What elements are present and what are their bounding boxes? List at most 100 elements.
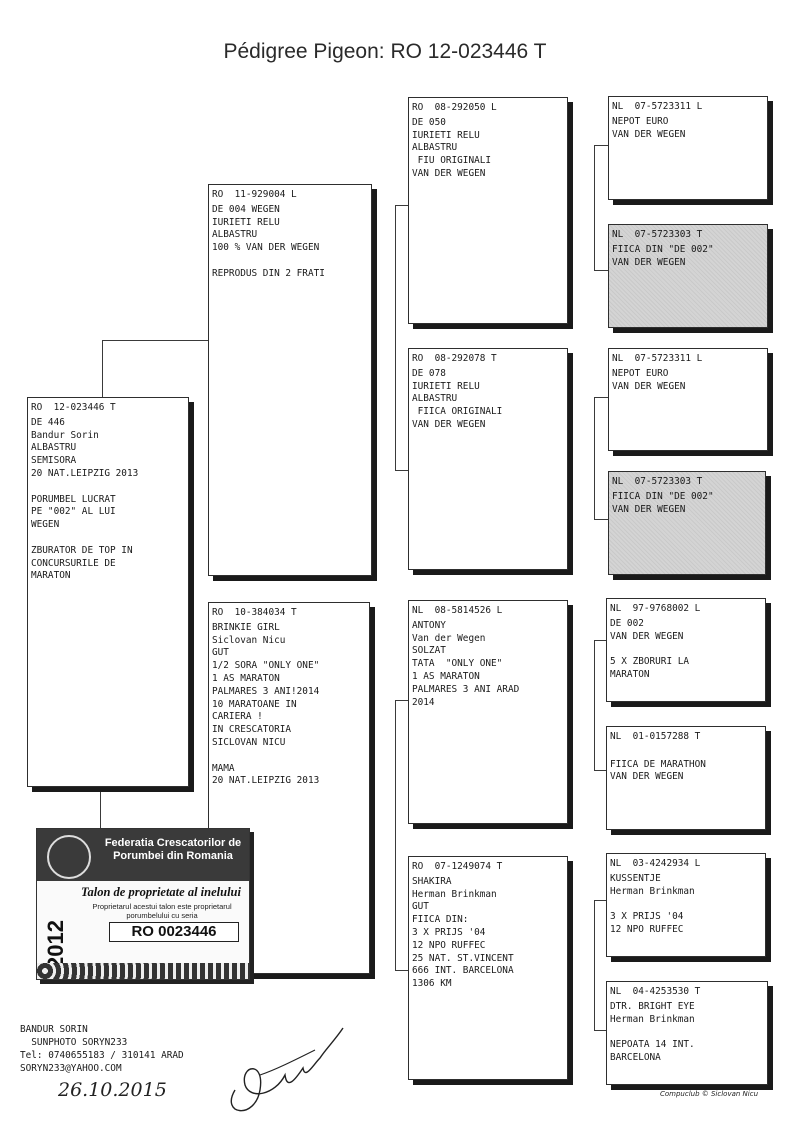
connector-line (594, 270, 608, 271)
pedigree-line: Van der Wegen (412, 632, 486, 644)
pedigree-line: Bandur Sorin (31, 429, 99, 441)
ring-number: NL 04-4253530 T (610, 986, 701, 997)
pedigree-line (31, 481, 185, 494)
pedigree-line: MAMA (212, 762, 235, 774)
pedigree-line: Herman Brinkman (610, 1013, 695, 1025)
pedigree-line: ZBURATOR DE TOP IN (31, 544, 133, 556)
owner-line: Tel: 0740655183 / 310141 ARAD (20, 1050, 184, 1061)
pedigree-line: ALBASTRU (212, 229, 258, 241)
pedigree-line: 2014 (412, 696, 435, 708)
pedigree-line: 10 MARATOANE IN (212, 698, 297, 710)
pedigree-line: KUSSENTJE (610, 872, 661, 884)
pigeon-emblem-icon (47, 835, 91, 879)
connector-line (594, 145, 595, 270)
pedigree-line (610, 643, 762, 656)
ring-number: NL 97-9768002 L (610, 603, 701, 614)
pedigree-line: VAN DER WEGEN (612, 128, 686, 140)
pigeon-card-ssd: NL 07-5723303 T FIICA DIN "DE 002"VAN DER… (608, 224, 768, 328)
pedigree-line: FIICA DIN: (412, 914, 469, 926)
connector-line (395, 700, 408, 701)
connector-line (395, 970, 408, 971)
pedigree-line: FIICA DIN "DE 002" (612, 243, 714, 255)
pedigree-line: Herman Brinkman (412, 888, 497, 900)
pedigree-line: 1 AS MARATON (412, 670, 480, 682)
ring-ownership-talon: Federatia Crescatorilor de Porumbei din … (36, 828, 250, 980)
pedigree-line: 12 NPO RUFFEC (610, 923, 684, 935)
pedigree-line (212, 750, 366, 763)
pedigree-line: FIICA ORIGINALI (412, 406, 503, 418)
ring-number: RO 07-1249074 T (412, 861, 503, 872)
pedigree-line: FIICA DE MARATHON (610, 758, 706, 770)
pedigree-line: CARIERA ! (212, 711, 263, 723)
pedigree-line: MARATON (610, 668, 650, 680)
pedigree-line: DE 002 (610, 617, 644, 629)
pedigree-line: BARCELONA (610, 1051, 661, 1063)
pedigree-line: NEPOATA 14 INT. (610, 1039, 695, 1051)
owner-line: SUNPHOTO SORYN233 (20, 1037, 128, 1048)
connector-line (395, 205, 408, 206)
pedigree-line: VAN DER WEGEN (612, 503, 686, 515)
talon-federation: Federatia Crescatorilor de Porumbei din … (104, 837, 242, 862)
pedigree-line: PORUMBEL LUCRAT (31, 493, 116, 505)
pedigree-line: DE 078 (412, 367, 446, 379)
pedigree-line: 12 NPO RUFFEC (412, 939, 486, 951)
pedigree-line: IURIETI RELU (212, 216, 280, 228)
pedigree-line: PALMARES 3 ANI ARAD (412, 683, 520, 695)
signature-icon (230, 1027, 344, 1112)
pedigree-line: TATA "ONLY ONE" (412, 658, 503, 670)
owner-info: BANDUR SORIN SUNPHOTO SORYN233 Tel: 0740… (20, 1023, 184, 1075)
connector-line (395, 700, 396, 970)
talon-subtitle: Proprietarul acestui talon este propriet… (92, 902, 232, 920)
connector-line (100, 792, 101, 828)
pedigree-line (212, 255, 368, 268)
pedigree-line: SEMISORA (31, 455, 77, 467)
pedigree-line: VAN DER WEGEN (612, 380, 686, 392)
pedigree-line: VAN DER WEGEN (610, 771, 684, 783)
pedigree-line: 3 X PRIJS '04 (412, 926, 486, 938)
pedigree-line: SHAKIRA (412, 875, 452, 887)
ring-number: NL 07-5723303 T (612, 229, 703, 240)
ring-number: NL 07-5723311 L (612, 353, 703, 364)
pedigree-line: ANTONY (412, 619, 446, 631)
pedigree-line: GUT (412, 901, 429, 913)
credit-text: Compuclub © Siclovan Nicu (660, 1090, 759, 1098)
pedigree-line (610, 898, 762, 911)
pedigree-line: 25 NAT. ST.VINCENT (412, 952, 514, 964)
pedigree-line: Siclovan Nicu (212, 634, 286, 646)
pedigree-line: CONCURSURILE DE (31, 557, 116, 569)
pedigree-line: SICLOVAN NICU (212, 736, 286, 748)
connector-line (594, 397, 608, 398)
pedigree-line (610, 746, 762, 759)
pedigree-line: VAN DER WEGEN (412, 167, 486, 179)
ring-number: RO 10-384034 T (212, 607, 297, 618)
connector-line (594, 640, 608, 641)
pedigree-line: 100 % VAN DER WEGEN (212, 242, 320, 254)
page-title: Pédigree Pigeon: RO 12-023446 T (223, 40, 547, 63)
pedigree-line: VAN DER WEGEN (612, 256, 686, 268)
pedigree-line: BRINKIE GIRL (212, 621, 280, 633)
pedigree-line: FIU ORIGINALI (412, 155, 492, 167)
connector-line (594, 770, 608, 771)
pedigree-line: Herman Brinkman (610, 885, 695, 897)
ring-number: NL 07-5723311 L (612, 101, 703, 112)
pedigree-line: DE 050 (412, 116, 446, 128)
owner-line: BANDUR SORIN (20, 1024, 88, 1035)
pedigree-line: 3 X PRIJS '04 (610, 911, 684, 923)
ring-number: RO 11-929004 L (212, 189, 297, 200)
pedigree-line: DTR. BRIGHT EYE (610, 1000, 695, 1012)
pedigree-line (31, 532, 185, 545)
pedigree-line: ALBASTRU (412, 393, 458, 405)
pedigree-line: 666 INT. BARCELONA (412, 965, 514, 977)
ring-number: NL 08-5814526 L (412, 605, 503, 616)
pedigree-line (610, 1026, 764, 1039)
